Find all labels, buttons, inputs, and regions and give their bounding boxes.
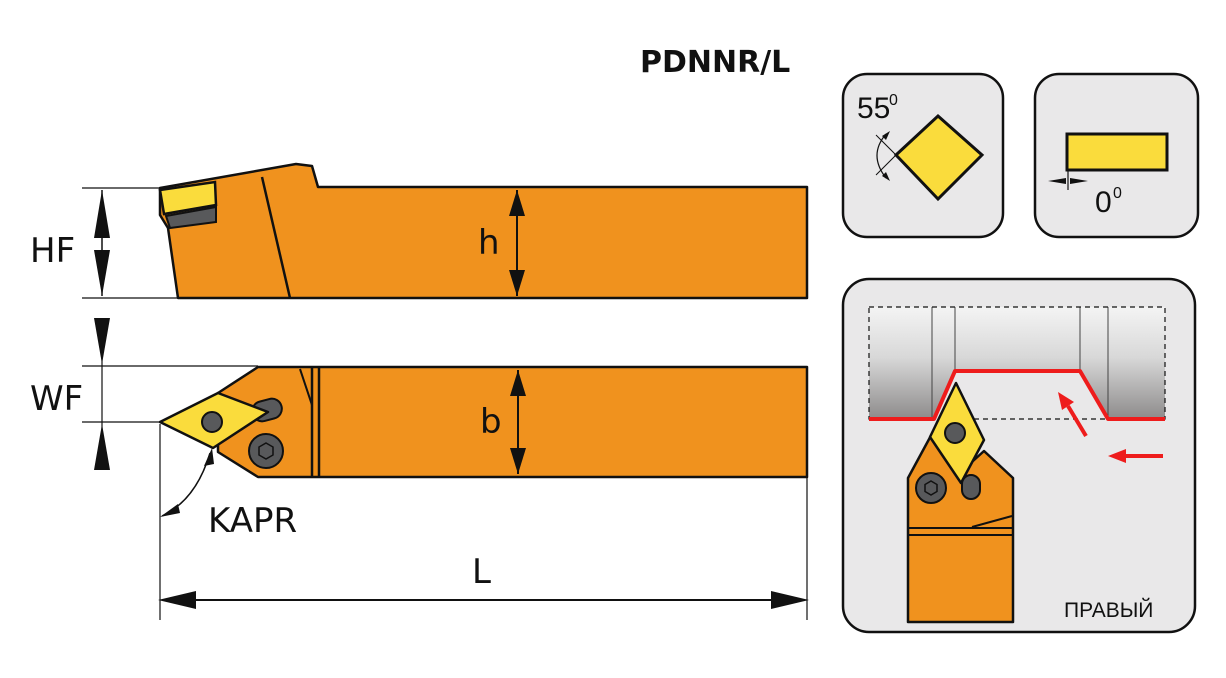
- feed-arrow-diagonal-icon: [1058, 392, 1088, 438]
- screw-application-icon: [915, 472, 947, 504]
- insert-angle-arc: [876, 133, 887, 179]
- clamp-screw-icon: [248, 433, 284, 469]
- holder-top-body: [216, 365, 809, 479]
- wf-dimension-arrow: [94, 318, 110, 470]
- l-dimension-arrow: [158, 591, 809, 609]
- hf-dimension-arrow: [94, 190, 110, 296]
- hf-label: HF: [30, 231, 75, 271]
- insert-profile-icon: [1065, 132, 1169, 172]
- clearance-angle-panel: 0 0: [1033, 72, 1200, 239]
- hand-label: ПРАВЫЙ: [1064, 598, 1153, 622]
- application-panel: ПРАВЫЙ: [841, 277, 1197, 634]
- tool-path: [869, 369, 1165, 421]
- insert-angle-value: 55: [857, 92, 890, 125]
- h-dimension-arrow: [509, 190, 525, 296]
- side-view: HF h: [30, 162, 809, 300]
- holder-side-body: [158, 162, 809, 300]
- h-label: h: [478, 223, 500, 263]
- top-view: WF b KAPR: [30, 318, 809, 620]
- shim-side-view: [164, 205, 217, 230]
- b-label: b: [480, 402, 502, 442]
- insert-diamond-icon: [893, 113, 985, 202]
- workpiece: [868, 306, 1166, 420]
- product-code-title: PDNNR/L: [640, 45, 790, 80]
- clearance-angle-degree: 0: [1113, 185, 1122, 202]
- insert-shape-panel: 55 0: [841, 72, 1005, 239]
- insert-side-view: [158, 180, 218, 216]
- holder-top-clamp-line: [299, 368, 313, 406]
- wf-label: WF: [30, 379, 83, 419]
- holder-side-clamp-line: [260, 176, 292, 299]
- insert-angle-degree: 0: [889, 92, 898, 109]
- insert-hole: [201, 411, 223, 433]
- b-dimension-arrow: [510, 370, 526, 474]
- insert-hole-application: [944, 422, 966, 444]
- kapr-angle-arrow: [160, 448, 214, 517]
- feed-arrow-left-icon: [1108, 449, 1163, 463]
- clamp-pin-application: [961, 474, 981, 500]
- l-label: L: [472, 552, 491, 592]
- kapr-label: KAPR: [208, 501, 297, 541]
- clearance-angle-value: 0: [1095, 186, 1112, 219]
